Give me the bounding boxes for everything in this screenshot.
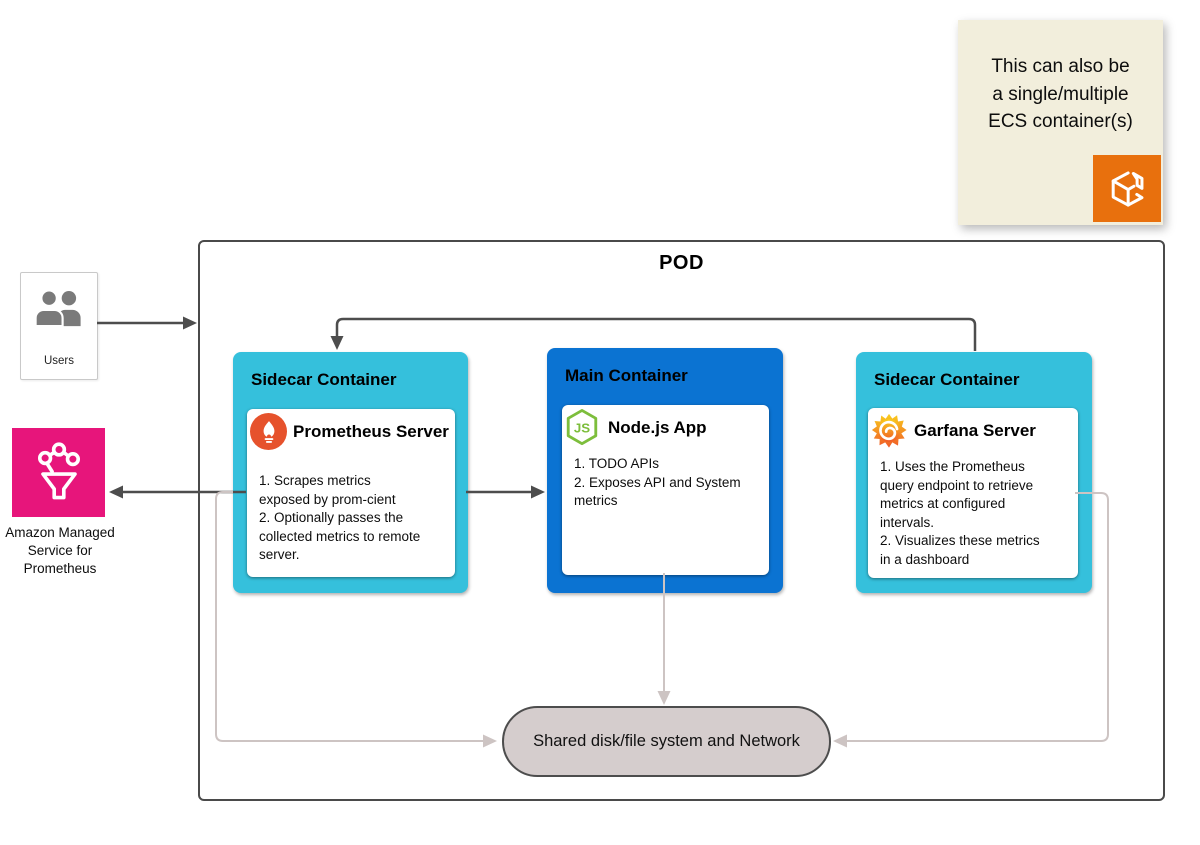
amp-label-line: Service for (27, 543, 93, 558)
users-label: Users (43, 355, 75, 367)
amazon-managed-prometheus-icon (12, 428, 105, 517)
main-container-nodejs: Main Container JS Node.js App 1. TODO AP… (547, 348, 783, 593)
prometheus-icon (250, 413, 287, 450)
users-node: Users (20, 272, 98, 380)
service-name: Prometheus Server (293, 422, 449, 441)
pod-title: POD (659, 252, 704, 274)
sidecar-container-grafana: Sidecar Container (856, 352, 1092, 593)
service-description: 1. Uses the Prometheus query endpoint to… (880, 459, 1040, 567)
amp-label-line: Amazon Managed (5, 525, 115, 540)
nodejs-icon: JS (563, 407, 601, 454)
grafana-icon (870, 411, 908, 454)
note-line: This can also be (991, 56, 1130, 77)
sidecar-container-prometheus: Sidecar Container Prometheus Server 1. S… (233, 352, 468, 593)
users-icon (34, 289, 81, 328)
shared-disk-label: Shared disk/file system and Network (533, 732, 800, 750)
note-line: a single/multiple (992, 83, 1129, 105)
service-description: 1. TODO APIs 2. Exposes API and System m… (574, 456, 741, 508)
amazon-managed-prometheus-label: Amazon Managed Service for Prometheus (0, 524, 138, 578)
service-description: 1. Scrapes metrics exposed by prom-cient… (259, 473, 421, 562)
container-title: Sidecar Container (874, 370, 1020, 389)
service-name: Node.js App (608, 418, 707, 437)
ecs-icon (1093, 155, 1161, 222)
note-line: ECS container(s) (988, 111, 1133, 132)
svg-text:JS: JS (574, 421, 590, 436)
sticky-note: This can also be a single/multiple ECS c… (958, 20, 1163, 225)
service-name: Garfana Server (914, 421, 1036, 440)
prometheus-card-header: Prometheus Server (247, 409, 455, 453)
amp-label-line: Prometheus (23, 561, 97, 576)
prometheus-card: Prometheus Server 1. Scrapes metrics exp… (247, 409, 455, 577)
grafana-card-header: Garfana Server (868, 408, 1078, 452)
nodejs-card-header: JS Node.js App (562, 405, 769, 449)
container-title: Main Container (565, 366, 688, 385)
grafana-card: Garfana Server 1. Uses the Prometheus qu… (868, 408, 1078, 578)
nodejs-card: JS Node.js App 1. TODO APIs 2. Exposes A… (562, 405, 769, 575)
container-title: Sidecar Container (251, 370, 397, 389)
sticky-note-text: This can also be a single/multiple ECS c… (958, 20, 1163, 136)
shared-disk-node: Shared disk/file system and Network (502, 706, 831, 777)
